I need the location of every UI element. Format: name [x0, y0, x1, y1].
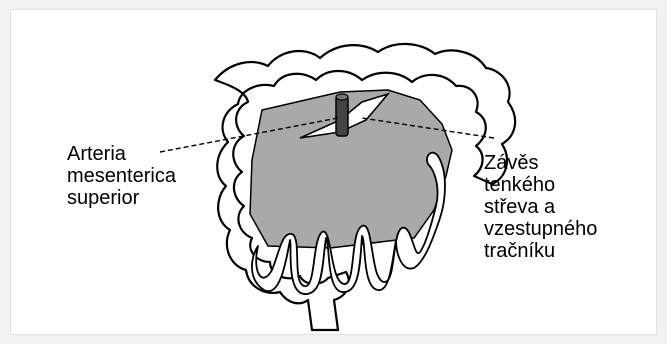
artery-vessel [336, 96, 348, 136]
artery-opening [336, 94, 348, 100]
mesentery-label-line-3: střeva a [484, 196, 597, 218]
artery-label-line-1: Arteria [67, 143, 176, 165]
artery-label: Arteria mesenterica superior [67, 143, 176, 209]
mesentery-label-line-2: tenkého [484, 174, 597, 196]
mesentery-label-line-4: vzestupného [484, 218, 597, 240]
mesentery-label-line-1: Závěs [484, 152, 597, 174]
mesentery-label-line-5: tračníku [484, 240, 597, 262]
artery-label-line-2: mesenterica [67, 165, 176, 187]
artery-label-line-3: superior [67, 187, 176, 209]
mesentery-label: Závěs tenkého střeva a vzestupného tračn… [484, 152, 597, 262]
